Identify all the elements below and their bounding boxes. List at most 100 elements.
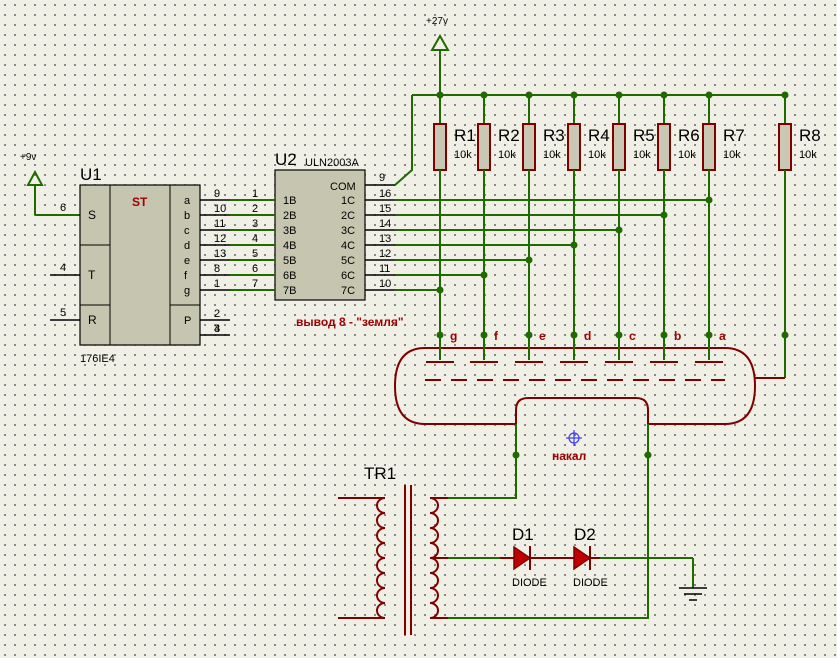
- u1-output-pin[interactable]: e 13: [184, 248, 230, 267]
- u2-input-name: 7B: [283, 285, 296, 297]
- u1-pin-number: 4: [60, 262, 66, 274]
- u2-com-pin: 9: [379, 172, 385, 184]
- u2-input-number: 2: [252, 203, 258, 215]
- resistor-ref: R7: [723, 126, 745, 145]
- u1-output-number: 4: [214, 323, 220, 335]
- tube-segment-a[interactable]: a: [695, 329, 726, 363]
- u1-output-name: a: [184, 195, 191, 207]
- u1-output-pin[interactable]: f8: [184, 263, 230, 282]
- u2-output-name: 6C: [341, 270, 355, 282]
- u1-pin-name: R: [88, 313, 97, 327]
- u2-output-name: 5C: [341, 255, 355, 267]
- u2-output-number: 13: [379, 233, 391, 245]
- u2-driver-ic[interactable]: U2 ULN2003A COM: [274, 150, 366, 301]
- u2-output-number: 14: [379, 218, 391, 230]
- resistor-value: 10k: [588, 149, 606, 161]
- u2-input-number: 5: [252, 248, 258, 260]
- u1-output-number: 13: [214, 248, 226, 260]
- u2-output-name: 1C: [341, 195, 355, 207]
- d2-ref: D2: [574, 525, 596, 544]
- u1-output-number: 1: [214, 278, 220, 290]
- u2-input-name: 1B: [283, 195, 296, 207]
- u1-output-pin[interactable]: a9: [184, 188, 230, 207]
- u1-output-name: e: [184, 255, 190, 267]
- u1-output-number: 8: [214, 263, 220, 275]
- resistor-value: 10k: [454, 149, 472, 161]
- u1-output-number: 11: [214, 218, 225, 230]
- u2-input-name: 3B: [283, 225, 296, 237]
- u1-pin-number: 6: [60, 202, 66, 214]
- diode-d2[interactable]: D2 DIODE: [573, 525, 608, 589]
- resistor-ref: R5: [633, 126, 655, 145]
- resistor-value: 10k: [723, 149, 741, 161]
- diode-d1[interactable]: D1 DIODE: [500, 525, 574, 589]
- tube-segment-b[interactable]: b: [650, 329, 681, 363]
- u1-output-number: 2: [214, 308, 220, 320]
- u1-pin-name: S: [88, 208, 96, 222]
- tube-segment-f[interactable]: f: [470, 329, 499, 363]
- tube-segment-label: a: [719, 329, 726, 343]
- u2-input-number: 6: [252, 263, 258, 275]
- u1-output-pin[interactable]: d12: [184, 233, 230, 252]
- u1-output-name: g: [184, 285, 190, 297]
- tube-segment-g[interactable]: g: [426, 329, 457, 363]
- u1-output-pin[interactable]: c11: [184, 218, 230, 237]
- resistor-ref: R2: [498, 126, 520, 145]
- u2-ground-note: вывод 8 - "земля": [296, 315, 404, 329]
- ground-icon: [679, 587, 707, 601]
- tube-segment-c[interactable]: c: [605, 329, 636, 363]
- u1-output-name: f: [184, 270, 188, 282]
- tube-segment-label: c: [629, 329, 636, 343]
- u1-part: 176IE4: [80, 353, 115, 365]
- tube-segment-d[interactable]: d: [560, 329, 591, 363]
- u1-output-number: 3: [214, 323, 220, 335]
- plus-27v-power-symbol[interactable]: +27v: [426, 16, 450, 95]
- u1-output-name: P: [184, 315, 191, 327]
- u2-input-name: 5B: [283, 255, 296, 267]
- plus-9v-label: +9v: [20, 152, 36, 163]
- transformer-tr1[interactable]: TR1: [338, 464, 448, 635]
- plus-9v-power-symbol[interactable]: +9v: [20, 152, 80, 216]
- u1-pin-number: 5: [60, 307, 66, 319]
- u1-output-name: b: [184, 210, 190, 222]
- resistor-value: 10k: [543, 149, 561, 161]
- tube-segment-e[interactable]: e: [515, 329, 546, 363]
- resistor-value: 10k: [633, 149, 651, 161]
- tube-segment-label: f: [494, 329, 499, 343]
- u2-output-number: 12: [379, 248, 391, 260]
- u2-input-number: 7: [252, 278, 258, 290]
- heater-crosshair-icon: [566, 430, 582, 446]
- u1-pin-name: T: [88, 268, 96, 282]
- u1-output-pin[interactable]: g1: [184, 278, 230, 297]
- u2-ref: U2: [275, 150, 297, 169]
- u1-output-pin[interactable]: P 2 3: [184, 308, 230, 335]
- resistor-ref: R8: [799, 126, 821, 145]
- u2-input-name: 6B: [283, 270, 296, 282]
- u2-output-number: 10: [379, 278, 391, 290]
- plus-27v-label: +27v: [426, 16, 448, 27]
- u1-output-pin[interactable]: b10: [184, 203, 230, 222]
- u1-counter-ic[interactable]: U1 176IE4 ST: [79, 165, 201, 365]
- tr1-ref: TR1: [364, 464, 396, 483]
- u2-output-number: 11: [379, 263, 390, 275]
- vfd-tube[interactable]: [393, 347, 757, 425]
- d1-part: DIODE: [512, 577, 547, 589]
- tube-segment-label: d: [584, 329, 591, 343]
- u1-output-pin[interactable]: 4: [200, 323, 230, 336]
- u2-com-label: COM: [330, 181, 356, 193]
- tube-segment-label: e: [539, 329, 546, 343]
- u2-output-name: 4C: [341, 240, 355, 252]
- u2-output-name: 7C: [341, 285, 355, 297]
- d1-ref: D1: [512, 525, 534, 544]
- u2-part: ULN2003A: [305, 157, 359, 169]
- u1-output-number: 12: [214, 233, 226, 245]
